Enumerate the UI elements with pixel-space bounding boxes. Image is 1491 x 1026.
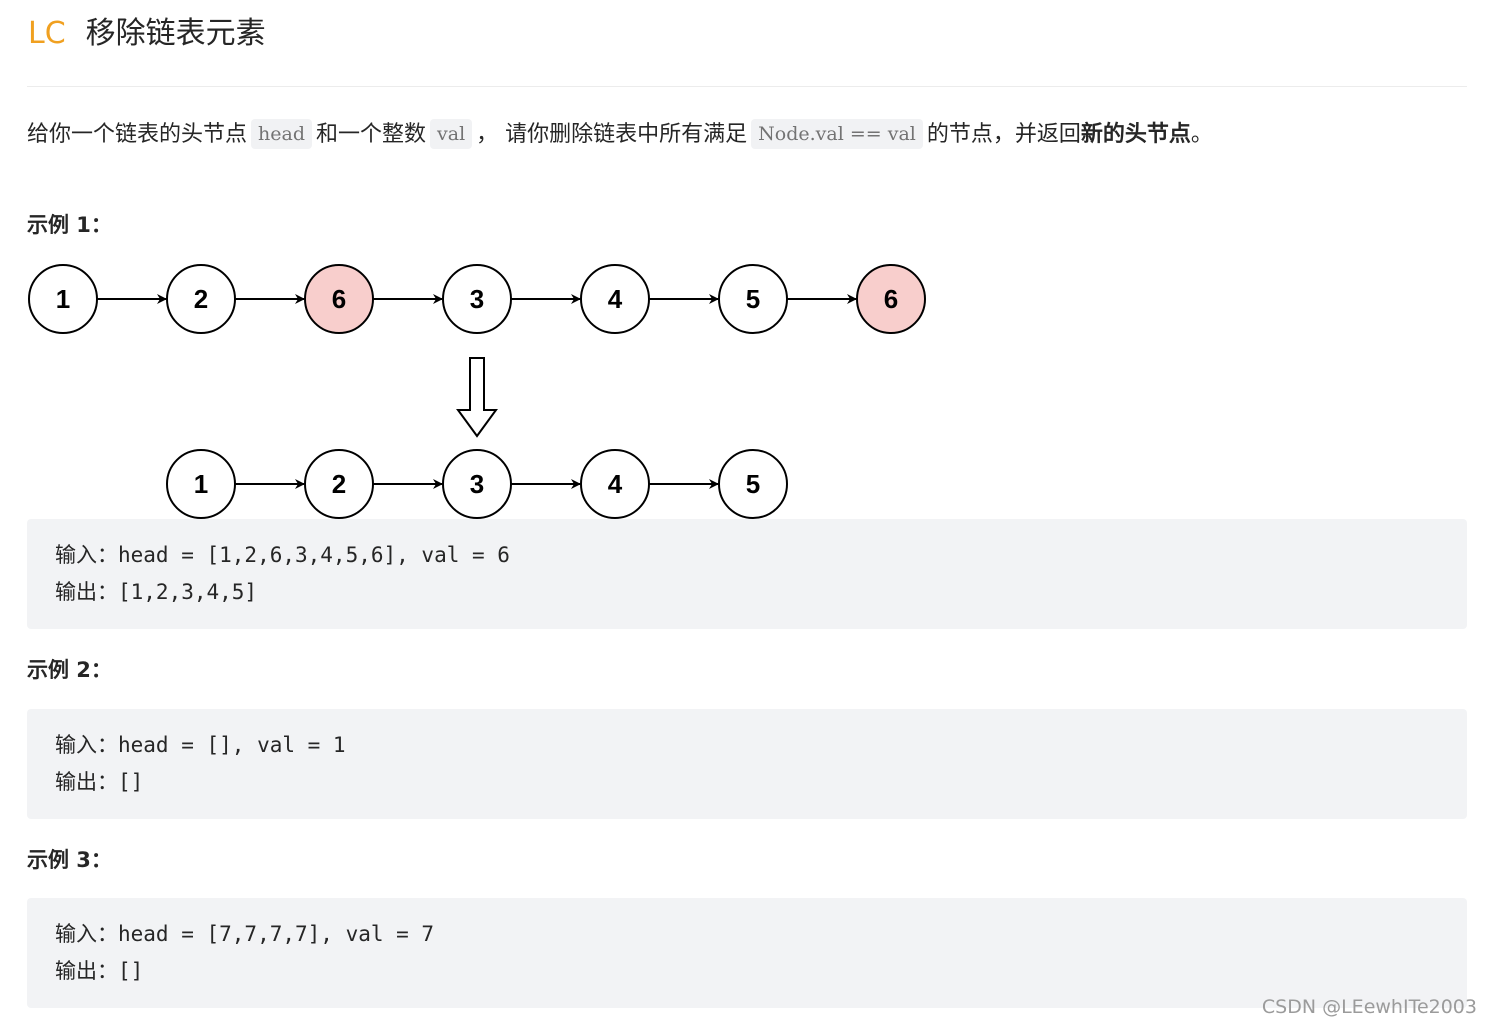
output-value: [] xyxy=(118,770,144,794)
after-node-3 xyxy=(442,449,512,519)
desc-text-1: 给你一个链表的头节点 xyxy=(27,122,248,147)
before-node-3-removed xyxy=(304,264,374,334)
input-value: head = [1,2,6,3,4,5,6], val = 6 xyxy=(118,543,510,567)
before-node-label-7: 6 xyxy=(884,284,898,314)
input-label: 输入： xyxy=(55,543,118,567)
example-1-input: 输入：head = [1,2,6,3,4,5,6], val = 6 xyxy=(55,540,510,570)
desc-text-5: 。 xyxy=(1190,122,1213,147)
before-node-1 xyxy=(28,264,98,334)
before-node-label-1: 1 xyxy=(56,284,70,314)
after-node-label-5: 5 xyxy=(746,469,760,499)
output-label: 输出： xyxy=(55,770,118,794)
output-label: 输出： xyxy=(55,959,118,983)
before-node-5 xyxy=(580,264,650,334)
example-3-output: 输出：[] xyxy=(55,956,143,986)
before-node-7-removed xyxy=(856,264,926,334)
linked-list-diagram: 1 2 6 3 4 5 6 1 2 3 4 5 xyxy=(28,264,926,519)
after-list: 1 2 3 4 5 xyxy=(166,449,788,519)
input-value: head = [], val = 1 xyxy=(118,733,346,757)
desc-emphasis: 新的头节点 xyxy=(1080,122,1191,147)
input-label: 输入： xyxy=(55,733,118,757)
after-node-label-4: 4 xyxy=(608,469,623,499)
after-node-5 xyxy=(718,449,788,519)
desc-text-3: ， 请你删除链表中所有满足 xyxy=(476,122,748,147)
header-divider xyxy=(27,86,1467,87)
example-3-title: 示例 3： xyxy=(27,848,112,872)
input-value: head = [7,7,7,7], val = 7 xyxy=(118,922,435,946)
after-node-label-1: 1 xyxy=(194,469,208,499)
output-label: 输出： xyxy=(55,580,118,604)
before-node-label-5: 4 xyxy=(608,284,623,314)
csdn-watermark: CSDN @LEewhITe2003 xyxy=(1261,996,1477,1018)
example-2-title: 示例 2： xyxy=(27,658,112,682)
example-1-title: 示例 1： xyxy=(27,213,112,237)
before-node-label-2: 2 xyxy=(194,284,208,314)
example-2-input: 输入：head = [], val = 1 xyxy=(55,730,346,760)
example-3-code-block: 输入：head = [7,7,7,7], val = 7 输出：[] xyxy=(27,898,1467,1008)
before-node-4 xyxy=(442,264,512,334)
lc-logo: LC xyxy=(28,16,66,51)
after-node-label-2: 2 xyxy=(332,469,346,499)
after-node-1 xyxy=(166,449,236,519)
before-list: 1 2 6 3 4 5 6 xyxy=(28,264,926,334)
example-2-output: 输出：[] xyxy=(55,767,143,797)
desc-text-2: 和一个整数 xyxy=(316,122,427,147)
problem-title: 移除链表元素 xyxy=(85,16,266,51)
output-value: [1,2,3,4,5] xyxy=(118,580,258,604)
after-node-4 xyxy=(580,449,650,519)
example-2-code-block: 输入：head = [], val = 1 输出：[] xyxy=(27,709,1467,819)
desc-text-4: 的节点，并返回 xyxy=(926,122,1081,147)
before-node-label-3: 6 xyxy=(332,284,346,314)
before-node-6 xyxy=(718,264,788,334)
input-label: 输入： xyxy=(55,922,118,946)
problem-header: LC 移除链表元素 xyxy=(28,12,266,56)
after-node-label-3: 3 xyxy=(470,469,484,499)
example-3-input: 输入：head = [7,7,7,7], val = 7 xyxy=(55,919,434,949)
example-1-code-block: 输入：head = [1,2,6,3,4,5,6], val = 6 输出：[1… xyxy=(27,519,1467,629)
inline-code-val: val xyxy=(430,119,473,149)
down-arrow-icon xyxy=(456,357,498,438)
example-1-output: 输出：[1,2,3,4,5] xyxy=(55,577,257,607)
before-node-2 xyxy=(166,264,236,334)
before-node-label-4: 3 xyxy=(470,284,484,314)
inline-code-head: head xyxy=(251,119,312,149)
output-value: [] xyxy=(118,959,144,983)
inline-code-condition: Node.val == val xyxy=(751,119,923,149)
before-node-label-6: 5 xyxy=(746,284,760,314)
after-node-2 xyxy=(304,449,374,519)
